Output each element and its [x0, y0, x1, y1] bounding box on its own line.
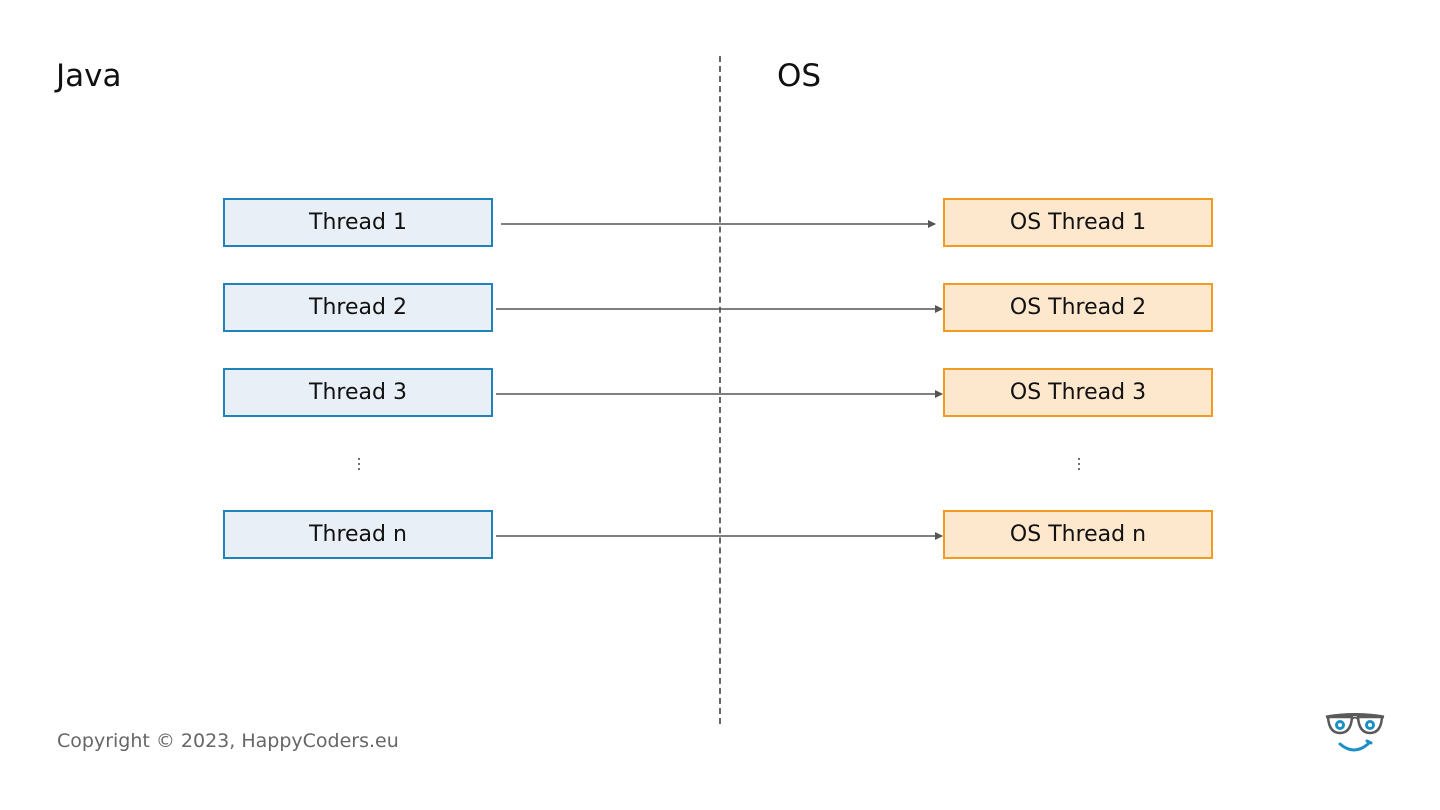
- java-thread-box: Thread 1: [223, 198, 493, 247]
- os-heading: OS: [777, 58, 822, 94]
- java-thread-box: Thread n: [223, 510, 493, 559]
- java-ellipsis: [357, 458, 361, 470]
- os-thread-box: OS Thread n: [943, 510, 1213, 559]
- os-thread-box: OS Thread 2: [943, 283, 1213, 332]
- java-thread-box: Thread 3: [223, 368, 493, 417]
- os-thread-box: OS Thread 1: [943, 198, 1213, 247]
- os-thread-box: OS Thread 3: [943, 368, 1213, 417]
- java-heading: Java: [56, 58, 122, 94]
- java-thread-box: Thread 2: [223, 283, 493, 332]
- boundary-divider: [719, 56, 721, 724]
- copyright-text: Copyright © 2023, HappyCoders.eu: [57, 730, 399, 752]
- glasses-smiley-icon: [1325, 713, 1385, 752]
- os-ellipsis: [1077, 458, 1081, 470]
